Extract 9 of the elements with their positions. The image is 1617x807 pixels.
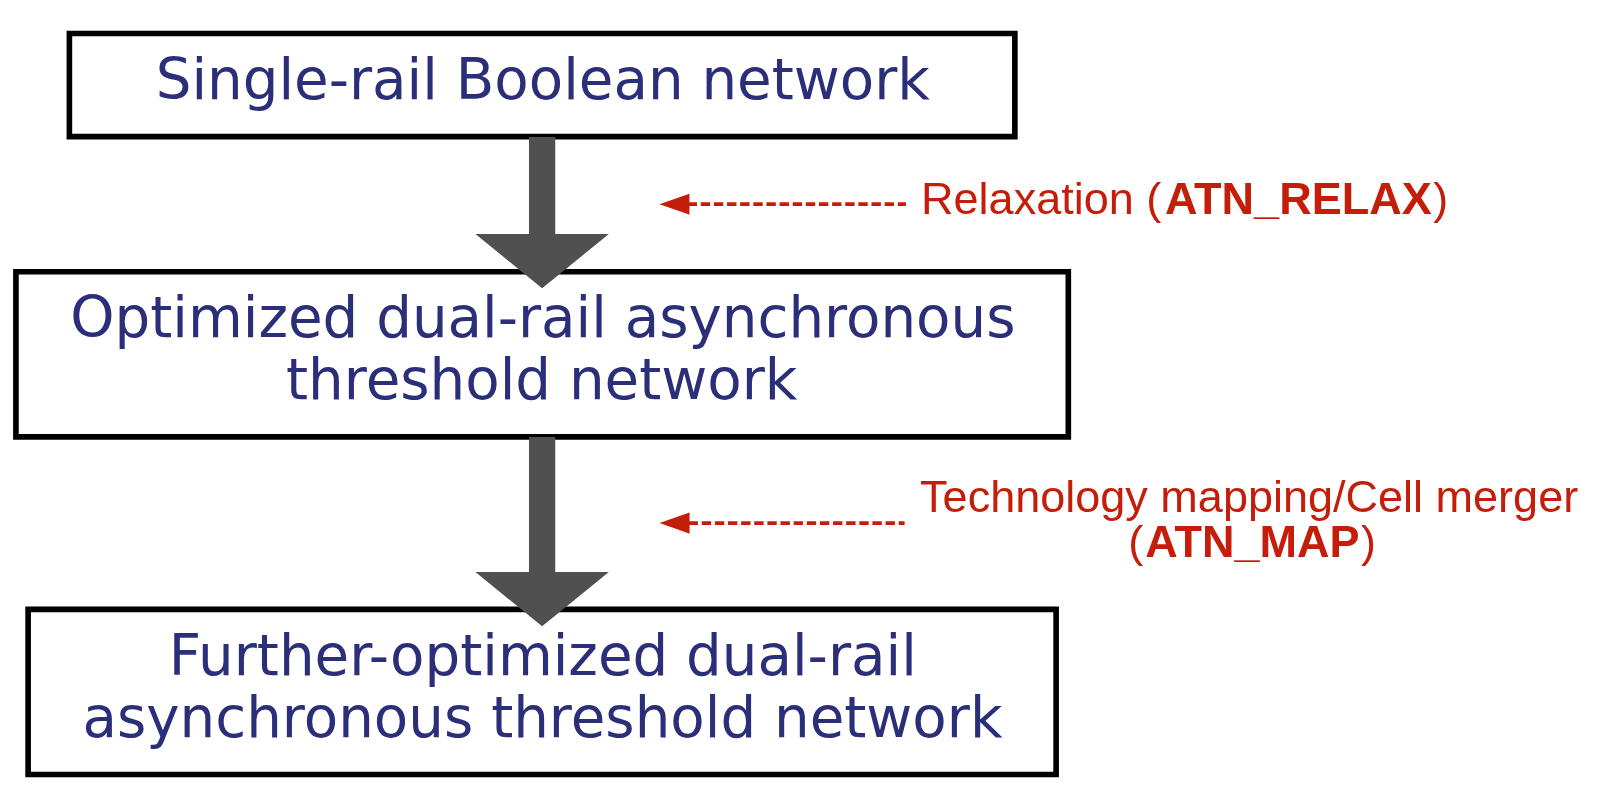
arrow xyxy=(659,193,906,215)
node-box: Optimized dual-rail asynchronous threshold network xyxy=(13,268,1072,440)
arrow xyxy=(475,136,609,288)
arrow xyxy=(475,436,609,626)
node-box: Single-rail Boolean network xyxy=(66,30,1018,139)
arrow xyxy=(659,512,905,534)
node-text: Relaxation (ATN_RELAX) xyxy=(921,172,1449,224)
node-text: Technology mapping/Cell merger (ATN_MAP) xyxy=(920,470,1579,567)
node-box: Further-optimized dual-rail asynchronous threshold network xyxy=(25,606,1059,777)
